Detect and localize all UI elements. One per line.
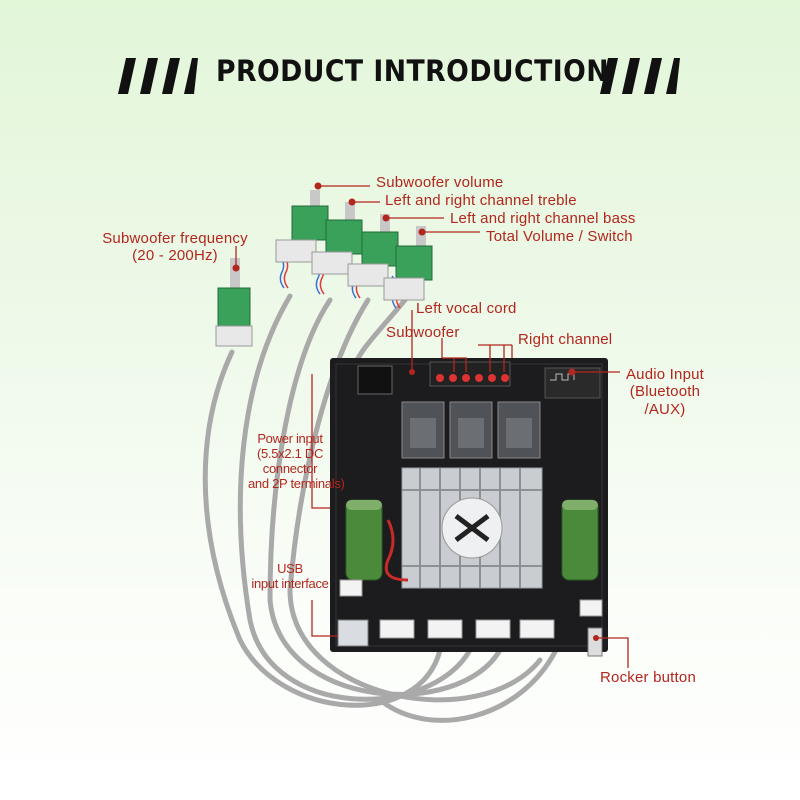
right-stripes-decoration xyxy=(600,58,680,94)
usb-port xyxy=(337,619,369,647)
inductors xyxy=(401,401,541,459)
heatsink xyxy=(401,467,543,589)
label-total-volume: Total Volume / Switch xyxy=(486,228,633,245)
label-power-input-line4: and 2P terminals) xyxy=(248,475,345,491)
rocker-button-device xyxy=(587,627,603,657)
label-subwoofer-frequency-line2: (20 - 200Hz) xyxy=(132,247,218,265)
label-power-input: Power input (5.5x2.1 DC connector and 2P… xyxy=(248,431,345,492)
label-audio-input-line3: /AUX) xyxy=(644,400,686,418)
label-audio-input-line1: Audio Input xyxy=(625,366,705,383)
label-power-input-line1: Power input xyxy=(257,431,323,446)
label-subwoofer-frequency: Subwoofer frequency (20 - 200Hz) xyxy=(92,230,258,265)
page-title: PRODUCT INTRODUCTION xyxy=(216,54,610,88)
label-usb-line2: input interface xyxy=(251,575,329,591)
label-lr-bass: Left and right channel bass xyxy=(450,210,636,227)
label-right-channel: Right channel xyxy=(518,331,613,348)
label-rocker-button: Rocker button xyxy=(600,669,696,686)
dc-power-jack xyxy=(357,365,393,395)
label-subwoofer-frequency-line1: Subwoofer frequency xyxy=(102,230,248,247)
label-lr-treble: Left and right channel treble xyxy=(385,192,577,209)
label-subwoofer-volume: Subwoofer volume xyxy=(376,174,504,191)
label-usb: USB input interface xyxy=(248,561,332,592)
label-audio-input-line2: (Bluetooth xyxy=(629,383,701,401)
label-subwoofer: Subwoofer xyxy=(386,324,460,341)
label-usb-line1: USB xyxy=(277,561,303,576)
left-stripes-decoration xyxy=(118,58,198,94)
capacitors xyxy=(345,499,599,581)
label-power-input-line3: connector xyxy=(262,460,318,476)
bottom-connectors xyxy=(339,579,603,639)
label-audio-input: Audio Input (Bluetooth /AUX) xyxy=(622,366,708,418)
label-left-vocal-cord: Left vocal cord xyxy=(416,300,517,317)
label-power-input-line2: (5.5x2.1 DC xyxy=(256,445,324,461)
potentiometers xyxy=(215,190,433,347)
leader-lines xyxy=(235,185,629,668)
speaker-terminals xyxy=(429,361,511,387)
